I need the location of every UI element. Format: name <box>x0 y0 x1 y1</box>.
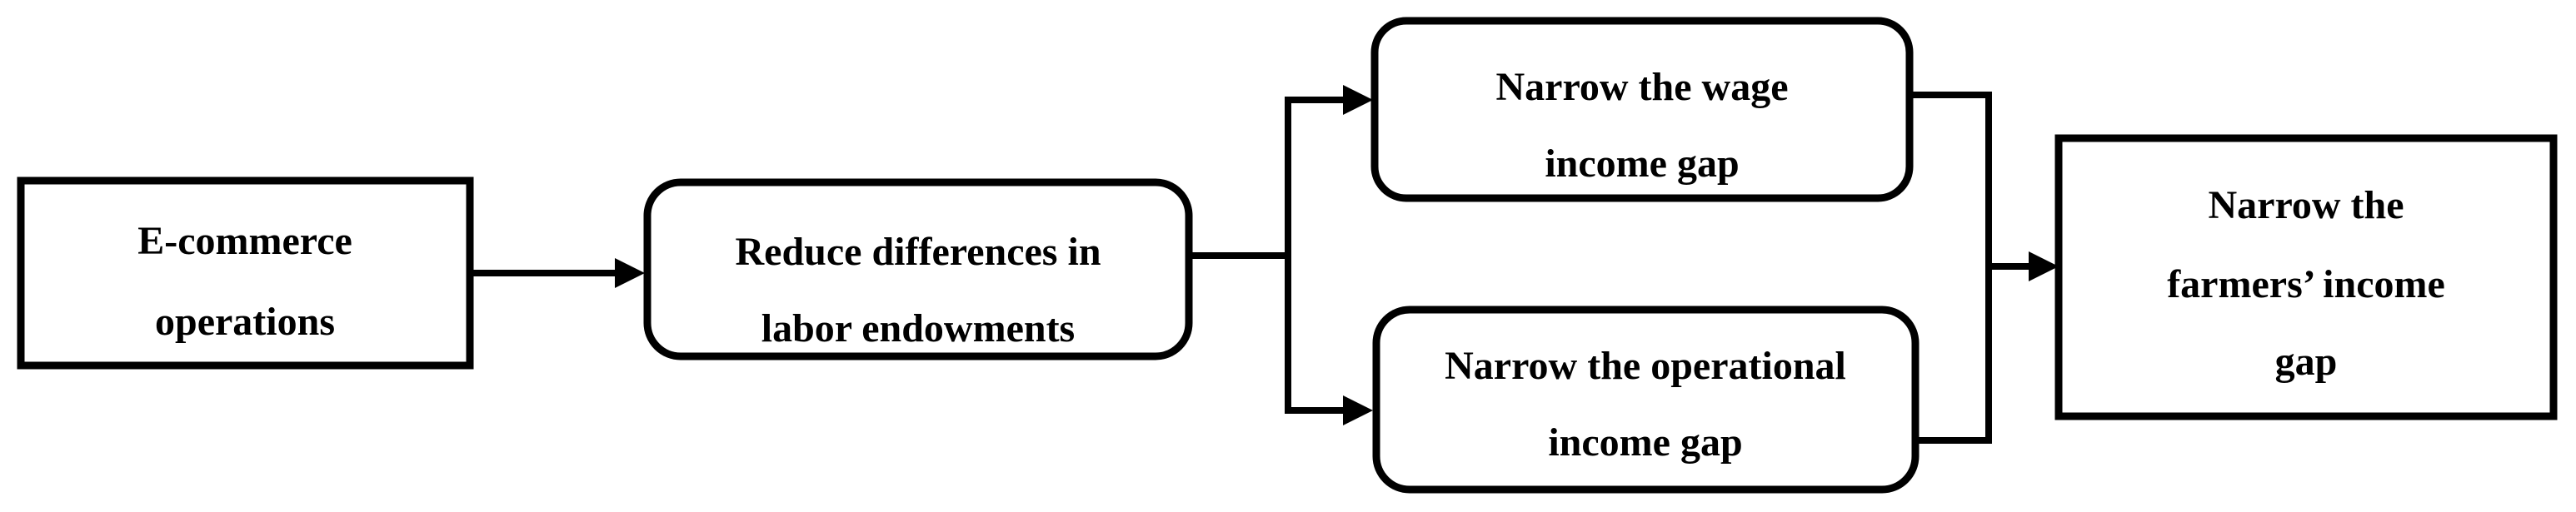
arrowhead-into-farmers <box>2029 251 2059 281</box>
node-label-line: E-commerce <box>137 219 352 263</box>
merge-bracket <box>1913 92 1992 444</box>
node-label-line: operations <box>155 300 335 344</box>
node-label-line: Narrow the wage <box>1495 65 1788 109</box>
edge-merge-to-farmers <box>1913 92 2059 444</box>
node-label-line: income gap <box>1545 142 1739 186</box>
arrowhead-into-operational <box>1343 395 1373 425</box>
node-operational-box <box>1372 306 1920 494</box>
node-label-line: gap <box>2275 340 2338 384</box>
node-reduce-differences: Reduce differences in labor endowments <box>643 178 1193 360</box>
arrowhead-into-wage <box>1343 85 1373 115</box>
node-narrow-farmers-gap: Narrow the farmers’ income gap <box>2054 134 2558 420</box>
node-narrow-wage-gap: Narrow the wage income gap <box>1370 17 1914 202</box>
node-label-line: Narrow the operational <box>1445 344 1846 388</box>
split-bracket <box>1285 97 1345 414</box>
node-label-line: farmers’ income <box>2167 262 2445 306</box>
node-farmers-box <box>2054 134 2558 420</box>
node-label-line: Narrow the <box>2208 183 2404 227</box>
node-wage-box <box>1370 17 1914 202</box>
node-ecommerce-operations: E-commerce operations <box>17 176 474 370</box>
node-label-line: Reduce differences in <box>735 230 1101 274</box>
arrowhead-into-reduce <box>615 258 645 288</box>
node-label-line: labor endowments <box>761 306 1075 350</box>
node-ecommerce-box <box>17 176 474 370</box>
node-reduce-box <box>643 178 1193 360</box>
edge-reduce-split <box>1189 85 1373 425</box>
edge-ecommerce-to-reduce <box>473 258 645 288</box>
node-label-line: income gap <box>1548 420 1742 465</box>
node-narrow-operational-gap: Narrow the operational income gap <box>1372 306 1920 494</box>
